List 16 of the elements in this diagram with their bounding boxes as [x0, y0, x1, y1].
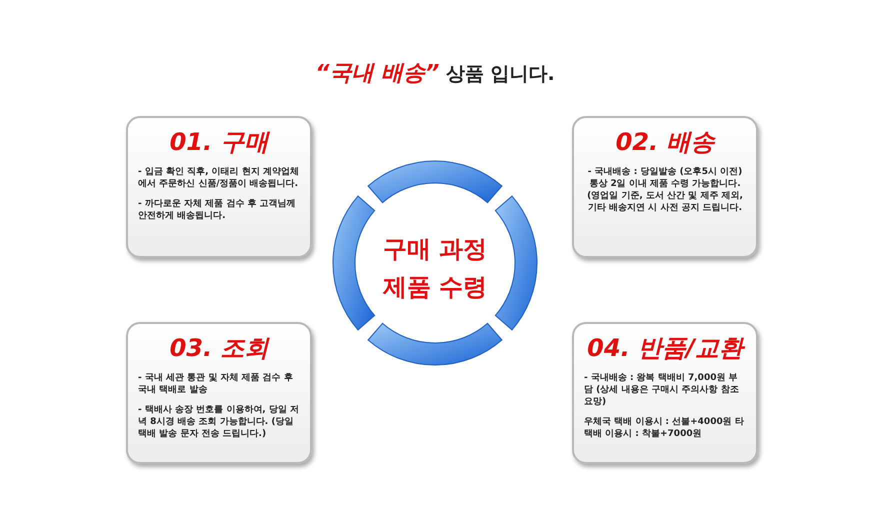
step-description: 우체국 택배 이용시 : 선불+4000원 타택배 이용시 : 착불+7000원 — [584, 416, 745, 440]
step-description: - 국내배송 : 당일발송 (오후5시 이전) 통상 2일 이내 제품 수령 가능합니다. (영업일 기준, 도서 산간 및 제주 제외, 기타 배송지연 시 사전 공지 드립니다. — [586, 166, 744, 214]
step-heading: 02. 배송 — [614, 127, 717, 158]
step-heading: 04. 반품/교환 — [584, 332, 746, 364]
page-title: “국내 배송” 상품 입니다. — [314, 60, 556, 88]
step-card — [126, 322, 312, 464]
step-card — [572, 116, 758, 258]
step-description: - 국내배송 : 왕복 택배비 7,000원 부담 (상세 내용은 구매시 주의사항 참조 요망) — [584, 372, 740, 408]
step-description: - 국내 세관 통관 및 자체 제품 검수 후 국내 택배로 발송 — [138, 372, 294, 396]
step-description: - 까다로운 자체 제품 검수 후 고객님께 안전하게 배송됩니다. — [138, 198, 297, 222]
step-description: - 입금 확인 직후, 이태리 현지 계약업체에서 주문하신 신품/정품이 배송됩니다. — [138, 166, 300, 190]
step-heading: 01. 구매 — [168, 127, 271, 158]
step-heading: 03. 조회 — [168, 333, 271, 364]
step-description: - 택배사 송장 번호를 이용하여, 당일 저녁 8시경 배송 조회 가능합니다. (당일 택배 발송 문자 전송 드립니다.) — [138, 404, 300, 440]
step-card — [126, 116, 312, 258]
step-card — [572, 322, 758, 464]
